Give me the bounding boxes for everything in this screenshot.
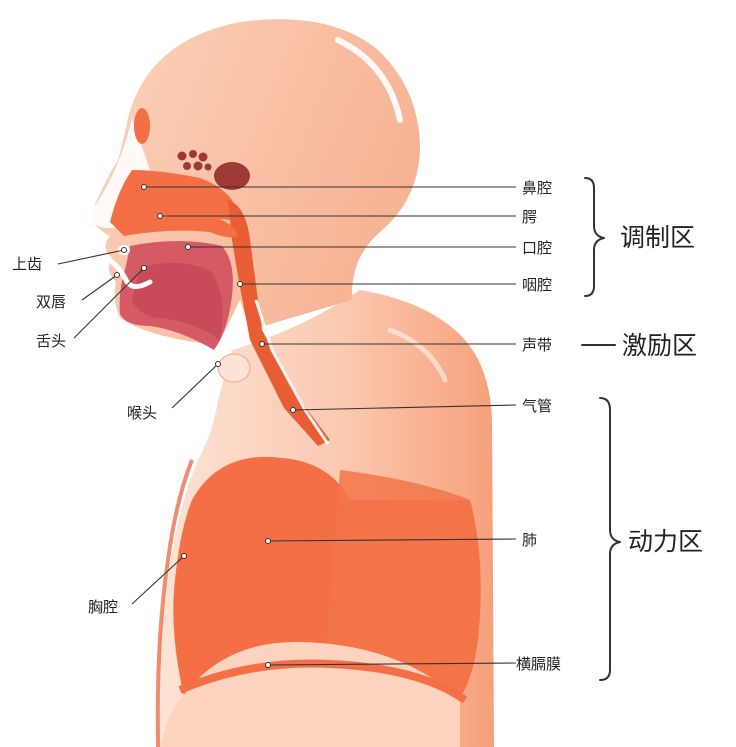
label-thorax: 胸腔 <box>88 598 118 616</box>
label-oral-cavity: 口腔 <box>522 239 552 257</box>
group-power: 动力区 <box>628 527 703 556</box>
group-modulation: 调制区 <box>620 223 695 252</box>
brace-modulation <box>585 178 604 296</box>
brace-power <box>600 398 620 680</box>
sinus-sphenoid <box>214 162 250 190</box>
label-trachea: 气管 <box>522 397 552 415</box>
larynx-shape <box>218 354 250 382</box>
label-palate: 腭 <box>522 208 537 226</box>
label-diaphragm: 横膈膜 <box>516 655 561 673</box>
label-lips: 双唇 <box>36 293 66 311</box>
group-excitation: 激励区 <box>622 331 697 360</box>
label-vocal-cords: 声带 <box>522 336 552 354</box>
label-larynx: 喉头 <box>127 404 157 422</box>
label-nasal-cavity: 鼻腔 <box>522 179 552 197</box>
label-lungs: 肺 <box>522 531 537 549</box>
label-tongue: 舌头 <box>36 332 66 350</box>
sinus-frontal <box>134 108 150 144</box>
label-pharynx: 咽腔 <box>522 276 552 294</box>
label-upper-teeth: 上齿 <box>12 255 42 273</box>
